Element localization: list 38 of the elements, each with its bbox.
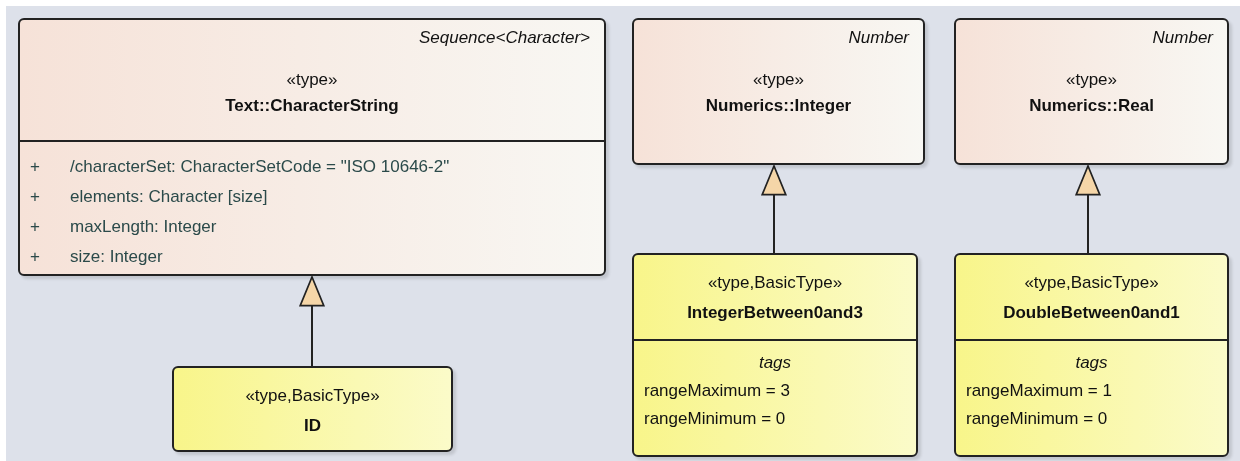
class-box <box>632 253 918 457</box>
visibility-marker: + <box>30 247 40 267</box>
stereotype-label: «type,BasicType» <box>245 386 380 406</box>
generalization-arrow <box>761 165 787 254</box>
visibility-marker: + <box>30 157 40 177</box>
generalization-arrow <box>299 276 325 367</box>
class-name: DoubleBetween0and1 <box>1003 303 1180 323</box>
attribute-text: elements: Character [size] <box>70 187 268 207</box>
parent-type-label: Sequence<Character> <box>418 28 590 48</box>
stereotype-label: «type,BasicType» <box>707 273 843 293</box>
attribute-text: size: Integer <box>70 247 163 267</box>
class-box <box>954 253 1229 457</box>
visibility-marker: + <box>30 187 40 207</box>
visibility-marker: + <box>30 217 40 237</box>
parent-type-label: Number <box>1152 28 1213 48</box>
stereotype-label: «type» <box>286 70 338 90</box>
class-name: Numerics::Real <box>1029 96 1154 116</box>
class-name: ID <box>304 416 321 436</box>
attribute-text: /characterSet: CharacterSetCode = "ISO 10646-2" <box>70 157 450 177</box>
tag-value: rangeMinimum = 0 <box>644 409 786 429</box>
attribute-text: maxLength: Integer <box>70 217 217 237</box>
class-box <box>18 18 606 276</box>
class-box <box>632 18 925 165</box>
tag-value: rangeMinimum = 0 <box>966 409 1108 429</box>
generalization-arrow <box>1075 165 1101 254</box>
stereotype-label: «type» <box>1065 70 1117 90</box>
parent-type-label: Number <box>848 28 909 48</box>
tag-value: rangeMaximum = 1 <box>966 381 1112 401</box>
class-box <box>172 366 453 452</box>
stereotype-label: «type» <box>752 70 804 90</box>
stereotype-label: «type,BasicType» <box>1024 273 1159 293</box>
class-name: IntegerBetween0and3 <box>687 303 863 323</box>
class-box <box>954 18 1229 165</box>
tags-heading: tags <box>758 353 792 373</box>
class-name: Text::CharacterString <box>225 96 399 116</box>
tags-heading: tags <box>1075 353 1108 373</box>
tag-value: rangeMaximum = 3 <box>644 381 790 401</box>
class-name: Numerics::Integer <box>705 96 852 116</box>
